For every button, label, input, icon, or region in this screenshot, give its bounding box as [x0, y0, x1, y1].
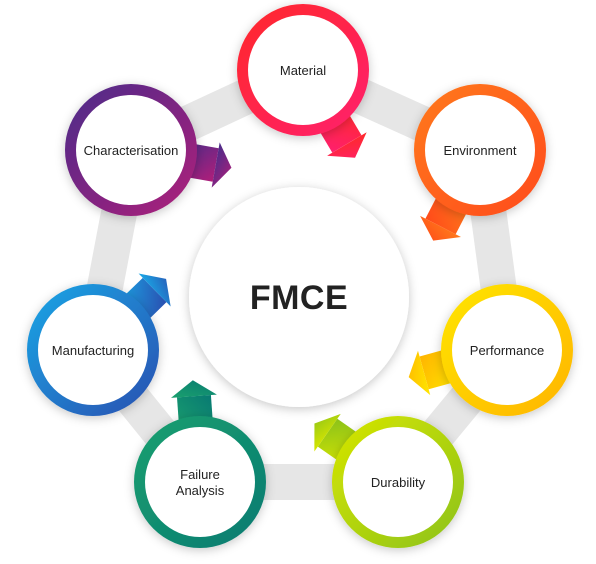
node-label: Durability — [371, 475, 426, 490]
arrow-tab-point — [327, 132, 367, 158]
center-hub: FMCE — [189, 187, 409, 407]
center-label: FMCE — [250, 279, 348, 317]
node-material: Material — [237, 4, 369, 136]
arrow-tab-point — [211, 142, 232, 188]
node-label: Characterisation — [84, 143, 179, 158]
node-inner-circle — [452, 295, 562, 405]
arrow-tab-point — [408, 350, 431, 396]
node-inner-circle — [145, 427, 255, 537]
node-inner-circle — [38, 295, 148, 405]
node-label: Failure — [180, 467, 220, 482]
node-manufacturing: Manufacturing — [27, 284, 159, 416]
node-label: Manufacturing — [52, 343, 134, 358]
node-environment: Environment — [414, 84, 546, 216]
node-inner-circle — [248, 15, 358, 125]
node-durability: Durability — [332, 416, 464, 548]
node-inner-circle — [76, 95, 186, 205]
node-performance: Performance — [441, 284, 573, 416]
node-inner-circle — [425, 95, 535, 205]
node-label: Material — [280, 63, 326, 78]
node-label: Performance — [470, 343, 544, 358]
node-characterisation: Characterisation — [65, 84, 197, 216]
arrow-tab-point — [314, 413, 341, 452]
center-circle — [189, 187, 409, 407]
arrow-tab-point — [171, 380, 217, 398]
node-label: Analysis — [176, 483, 225, 498]
node-label: Environment — [444, 143, 517, 158]
arrow-tab-point — [420, 215, 461, 241]
node-inner-circle — [343, 427, 453, 537]
nodes-layer: MaterialEnvironmentPerformanceDurability… — [27, 4, 573, 548]
